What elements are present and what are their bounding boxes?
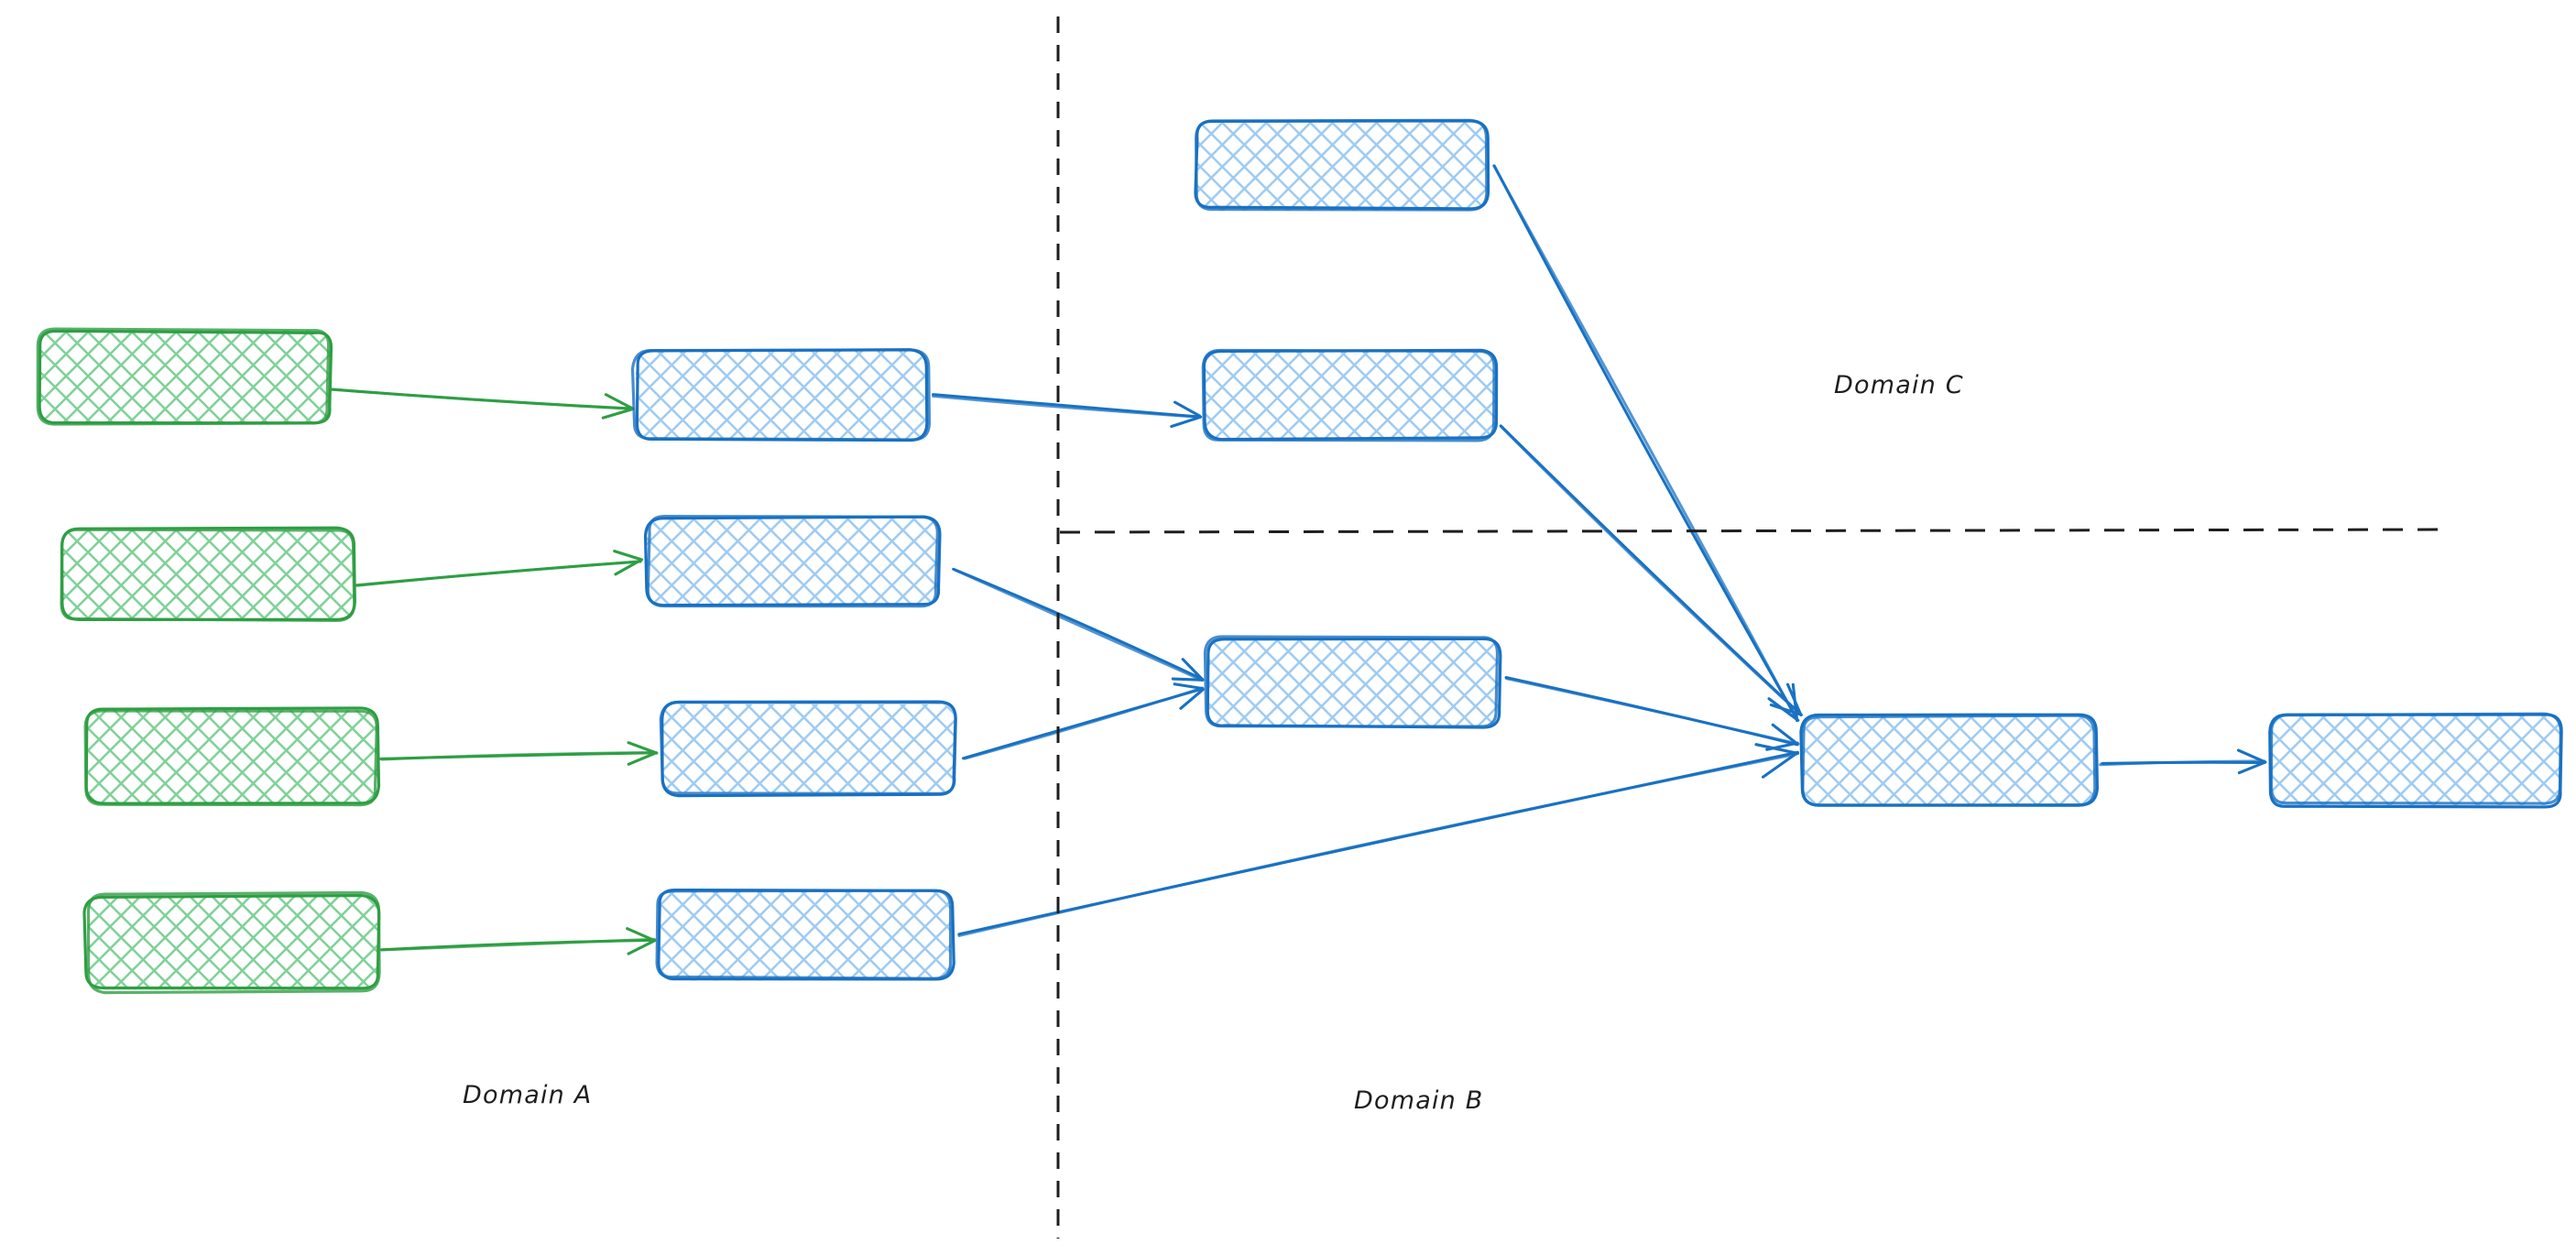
edge-line <box>953 568 1204 682</box>
node-outline <box>659 701 957 795</box>
domain-c-label: Domain C <box>1834 371 1964 399</box>
edge-layer <box>329 164 2267 955</box>
domain-a-label: Domain A <box>463 1081 593 1109</box>
node-fill <box>1207 638 1500 726</box>
node-fill <box>87 895 379 990</box>
edge-arrowhead <box>613 550 644 576</box>
edge-line <box>2099 759 2266 767</box>
edge-line <box>957 752 1798 937</box>
node-blue-c2[interactable] <box>1201 348 1499 442</box>
node-outline <box>36 327 331 426</box>
edge-line <box>932 394 1202 419</box>
edge-line <box>1499 424 1803 716</box>
node-outline <box>86 890 381 995</box>
edge-line <box>380 751 658 761</box>
node-fill <box>646 517 938 606</box>
node-fill <box>635 350 928 441</box>
edge-arrowhead <box>1171 658 1205 682</box>
node-blue-b2[interactable] <box>643 514 942 608</box>
edge-arrowhead <box>1765 723 1799 751</box>
edge-arrowhead <box>1173 682 1205 710</box>
node-outline <box>60 528 356 623</box>
edge-line <box>330 387 635 410</box>
edge-arrowhead <box>2236 748 2267 775</box>
edge-line <box>963 686 1204 760</box>
edge-b2-c3[interactable] <box>952 567 1205 682</box>
node-blue-b3[interactable] <box>659 700 957 798</box>
edge-a1-b1[interactable] <box>329 387 635 420</box>
node-fill <box>86 710 379 804</box>
edge-b3-c3[interactable] <box>961 682 1205 760</box>
edge-arrowhead <box>626 927 657 955</box>
node-outline <box>655 889 953 980</box>
node-fill <box>1801 715 2096 807</box>
node-fill <box>1205 349 1496 440</box>
edge-b1-c2[interactable] <box>932 393 1203 429</box>
node-outline <box>630 348 932 442</box>
node-fill <box>38 329 331 424</box>
edge-c1-d1[interactable] <box>1492 164 1800 723</box>
edge-c3-d1[interactable] <box>1504 675 1800 751</box>
node-blue-c3[interactable] <box>1203 635 1502 729</box>
edge-a2-b2[interactable] <box>355 550 644 587</box>
edge-line <box>380 937 656 952</box>
edge-a4-b4[interactable] <box>380 927 657 955</box>
horizontal-domain-divider <box>1059 528 2449 534</box>
edge-arrowhead <box>601 393 633 420</box>
edge-b4-d1[interactable] <box>957 743 1800 937</box>
node-fill <box>657 889 951 981</box>
node-layer <box>36 118 2563 995</box>
edge-line <box>1499 425 1803 716</box>
node-blue-b1[interactable] <box>630 348 932 442</box>
divider-layer <box>1056 16 2449 1239</box>
node-outline <box>2269 712 2562 805</box>
domain-b-label: Domain B <box>1354 1086 1484 1115</box>
edge-arrowhead <box>1754 743 1800 779</box>
edge-c2-d1[interactable] <box>1499 424 1803 716</box>
node-fill <box>660 704 956 793</box>
node-outline <box>1201 348 1496 442</box>
node-green-a3[interactable] <box>83 706 381 807</box>
node-outline <box>643 515 942 607</box>
node-outline <box>646 514 939 608</box>
node-green-a4[interactable] <box>82 890 381 995</box>
node-blue-c1[interactable] <box>1194 118 1490 212</box>
node-fill <box>61 529 354 621</box>
edge-line <box>1492 164 1799 722</box>
node-green-a1[interactable] <box>36 327 333 426</box>
node-outline <box>83 709 378 807</box>
edge-a3-b3[interactable] <box>379 741 659 766</box>
edge-arrowhead <box>1769 682 1803 716</box>
node-fill <box>1195 121 1490 211</box>
edge-line <box>355 560 642 587</box>
edge-line <box>1504 677 1800 746</box>
node-outline <box>1801 714 2097 807</box>
edge-d1-e1[interactable] <box>2099 748 2267 775</box>
edge-arrowhead <box>627 741 659 766</box>
node-fill <box>2270 713 2561 806</box>
node-blue-b4[interactable] <box>655 888 955 981</box>
node-blue-d1[interactable] <box>1799 713 2100 807</box>
node-green-a2[interactable] <box>60 526 356 623</box>
node-outline <box>1195 118 1489 212</box>
edge-line <box>1492 164 1799 722</box>
edge-arrowhead <box>1170 400 1202 429</box>
node-blue-e1[interactable] <box>2268 712 2563 809</box>
node-outline <box>1203 635 1500 728</box>
